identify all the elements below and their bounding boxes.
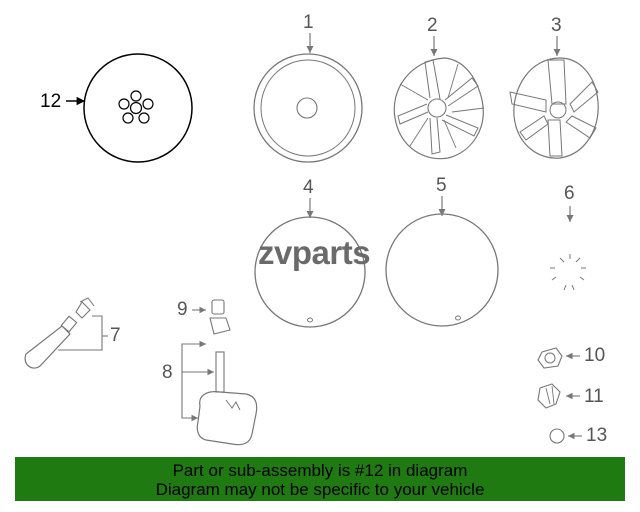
part-12-wheel: [66, 53, 193, 163]
watermark-text: vparts: [274, 234, 371, 271]
banner-line-1: Part or sub-assembly is #12 in diagram: [172, 461, 468, 480]
part-9-valve-cap: [192, 299, 231, 335]
part-8-tpms-sensor: [181, 340, 258, 446]
watermark-mark: ᴢ: [258, 234, 275, 271]
banner-line-2: Diagram may not be specific to your vehi…: [155, 480, 485, 499]
part-6-cap-fragments: [550, 206, 586, 291]
callout-12[interactable]: 12: [40, 91, 62, 112]
part-13-small-circle: [549, 428, 582, 444]
callout-13[interactable]: 13: [586, 425, 608, 446]
callout-6[interactable]: 6: [564, 183, 575, 204]
callout-1[interactable]: 1: [303, 12, 314, 33]
callout-3[interactable]: 3: [551, 15, 562, 36]
part-7-valve-stem: [24, 297, 108, 369]
part-3-wide-spoke-wheel: [509, 36, 599, 159]
callout-11[interactable]: 11: [584, 386, 604, 407]
callout-8[interactable]: 8: [162, 362, 173, 383]
part-2-spoke-wheel: [393, 36, 485, 160]
callout-4[interactable]: 4: [303, 177, 314, 198]
callout-10[interactable]: 10: [584, 345, 606, 366]
part-5-wheel-cover: [385, 196, 499, 327]
info-banner: Part or sub-assembly is #12 in diagram D…: [15, 457, 625, 501]
watermark-logo: ᴢvparts: [258, 234, 371, 271]
banner-background: [15, 457, 625, 501]
callout-7[interactable]: 7: [110, 325, 121, 346]
part-1-plain-wheel: [253, 33, 363, 163]
part-4-wheel-cover: [254, 198, 366, 328]
callout-5[interactable]: 5: [436, 175, 447, 196]
callout-9[interactable]: 9: [177, 299, 188, 320]
part-11-lug-nut: [537, 383, 580, 409]
callout-2[interactable]: 2: [427, 15, 438, 36]
part-10-lug-nut: [537, 347, 580, 369]
